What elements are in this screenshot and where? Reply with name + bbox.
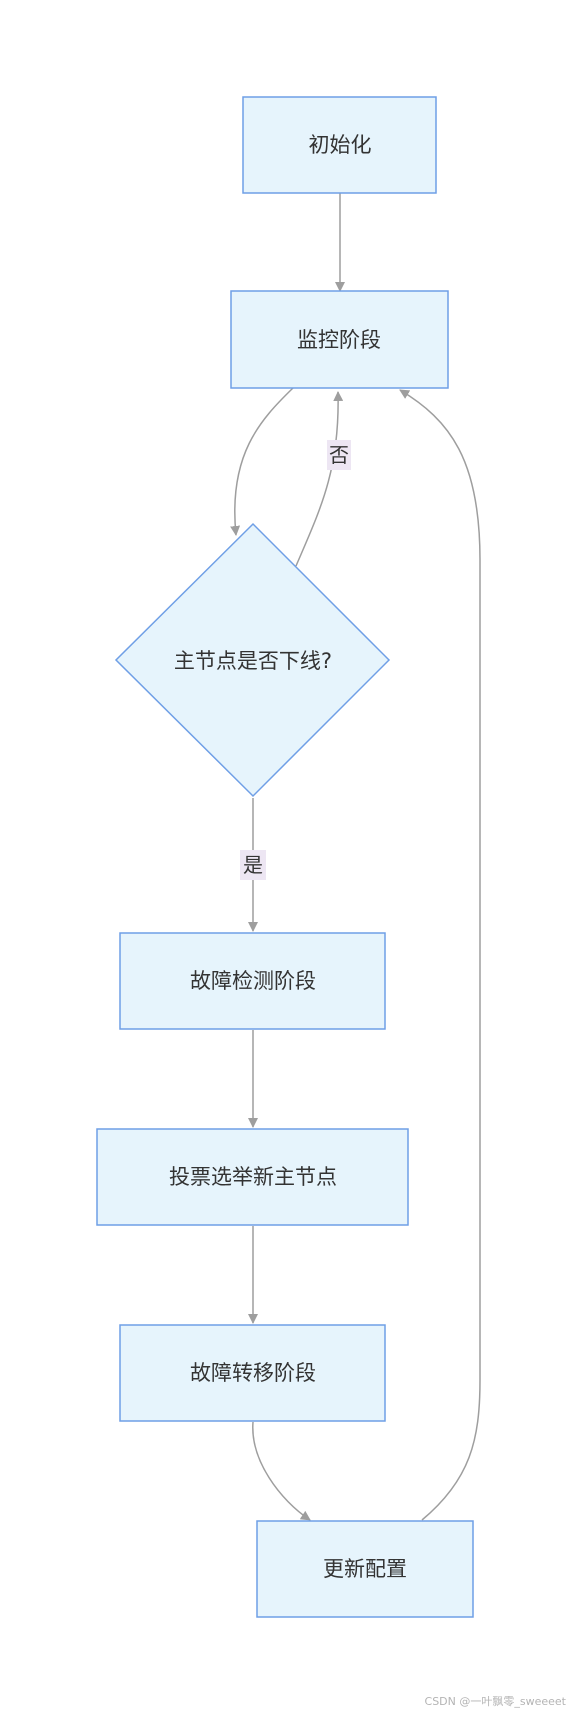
edge-label-no: 否 <box>327 440 351 470</box>
watermark: CSDN @一叶飘零_sweeeet <box>425 1695 567 1708</box>
node-update[interactable]: 更新配置 <box>256 1520 474 1618</box>
node-init[interactable]: 初始化 <box>242 96 437 194</box>
edge-monitor-to-decision <box>230 387 294 536</box>
edge-label-yes: 是 <box>240 850 266 880</box>
node-init-label: 初始化 <box>309 133 372 157</box>
node-failover[interactable]: 故障转移阶段 <box>119 1324 386 1422</box>
node-monitor-label: 监控阶段 <box>297 328 381 352</box>
node-vote-label: 投票选举新主节点 <box>169 1165 337 1189</box>
edge-update-to-monitor <box>399 389 481 1521</box>
node-monitor[interactable]: 监控阶段 <box>230 290 449 389</box>
edge-label-yes-text: 是 <box>243 853 263 877</box>
edges <box>230 193 481 1521</box>
node-update-label: 更新配置 <box>323 1557 407 1581</box>
node-detect-label: 故障检测阶段 <box>190 969 316 993</box>
edge-failover-to-update <box>252 1421 311 1521</box>
edge-decision-to-monitor-no <box>295 391 344 567</box>
edge-label-no-text: 否 <box>329 443 349 467</box>
node-decision[interactable]: 主节点是否下线? <box>114 522 391 798</box>
node-detect[interactable]: 故障检测阶段 <box>119 932 386 1030</box>
node-decision-label: 主节点是否下线? <box>174 649 332 673</box>
node-vote[interactable]: 投票选举新主节点 <box>96 1128 409 1226</box>
node-failover-label: 故障转移阶段 <box>190 1361 316 1385</box>
